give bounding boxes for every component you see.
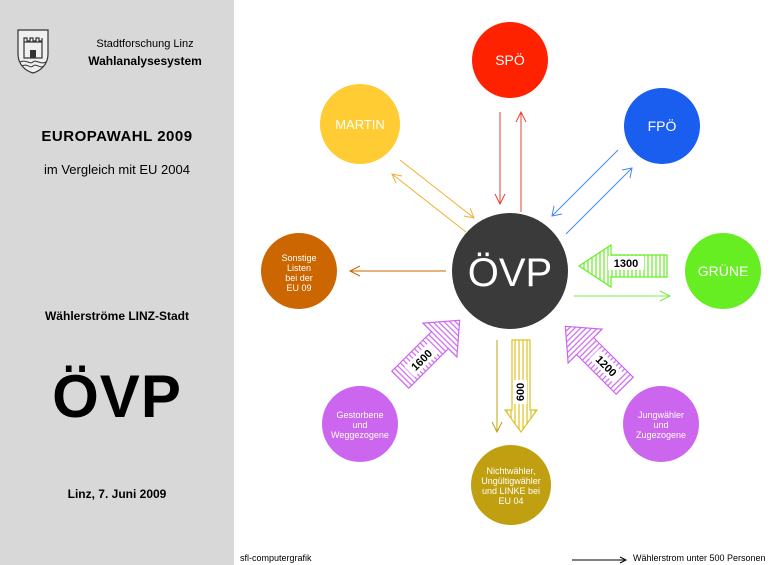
- flow-arrow-ovp-to-gestorbene: 1600: [390, 319, 461, 390]
- system-name: Wahlanalysesystem: [88, 54, 202, 68]
- svg-text:und: und: [653, 420, 668, 430]
- svg-text:und: und: [352, 420, 367, 430]
- flows-title: Wählerströme LINZ-Stadt: [44, 309, 189, 323]
- city-crest-icon: [17, 29, 49, 74]
- flow-value-nichtwaehler: 600: [515, 383, 527, 401]
- election-title: EUROPAWAHL 2009: [41, 128, 193, 145]
- svg-text:EU 09: EU 09: [286, 283, 311, 293]
- node-martin: MARTIN: [320, 84, 400, 164]
- flow-arrow-gruene-to-ovp: 1300: [577, 243, 668, 289]
- thin-arrow-martin-to-ovp: [399, 159, 475, 219]
- flow-arrow-jungwaehler-to-ovp: 1200: [564, 325, 635, 396]
- thin-arrow-ovp-to-spo: [515, 110, 527, 212]
- sidebar: Stadtforschung Linz Wahlanalysesystem EU…: [0, 0, 234, 565]
- thin-arrow-ovp-to-sonstige: [348, 265, 446, 277]
- node-spo: SPÖ: [472, 22, 548, 98]
- svg-text:Weggezogene: Weggezogene: [331, 430, 389, 440]
- institute-name: Stadtforschung Linz: [96, 38, 194, 50]
- node-nichtwaehler: Nichtwähler, Ungültigwähler und LINKE be…: [471, 445, 551, 525]
- svg-text:Sonstige: Sonstige: [281, 253, 316, 263]
- node-sonstige: Sonstige Listen bei der EU 09: [261, 233, 337, 309]
- svg-text:Ungültigwähler: Ungültigwähler: [481, 476, 541, 486]
- party-title: ÖVP: [52, 363, 182, 430]
- legend-arrow-icon: [572, 556, 628, 564]
- flow-value-gruene: 1300: [614, 258, 638, 270]
- svg-text:bei der: bei der: [285, 273, 313, 283]
- svg-text:und LINKE bei: und LINKE bei: [482, 486, 540, 496]
- svg-text:Zugezogene: Zugezogene: [636, 430, 686, 440]
- svg-text:Gestorbene: Gestorbene: [336, 410, 383, 420]
- voter-flow-diagram: 1300 1200 600 1600 SPÖ FPÖ GRÜNE Jungwäh…: [261, 22, 761, 525]
- credit-label: sfl-computergrafik: [240, 553, 312, 563]
- svg-text:Jungwähler: Jungwähler: [638, 410, 684, 420]
- thin-arrow-ovp-to-gruene: [574, 290, 672, 302]
- legend-label: Wählerstrom unter 500 Personen: [633, 553, 766, 563]
- thin-arrow-ovp-to-nichtwaehler: [491, 340, 503, 434]
- node-gruene: GRÜNE: [685, 233, 761, 309]
- svg-text:Listen: Listen: [287, 263, 311, 273]
- date-label: Linz, 7. Juni 2009: [67, 487, 167, 501]
- svg-text:MARTIN: MARTIN: [335, 117, 385, 132]
- node-gestorbene: Gestorbene und Weggezogene: [322, 386, 398, 462]
- thin-arrow-spo-to-ovp: [494, 112, 506, 206]
- node-jungwaehler: Jungwähler und Zugezogene: [623, 386, 699, 462]
- comparison-subtitle: im Vergleich mit EU 2004: [44, 162, 190, 177]
- node-center-ovp: ÖVP: [452, 213, 568, 329]
- thin-arrow-ovp-to-fpo: [565, 167, 633, 235]
- node-fpo: FPÖ: [624, 88, 700, 164]
- svg-text:SPÖ: SPÖ: [495, 51, 525, 68]
- svg-text:ÖVP: ÖVP: [468, 251, 552, 295]
- svg-text:FPÖ: FPÖ: [648, 117, 677, 134]
- thin-arrow-fpo-to-ovp: [551, 149, 619, 217]
- svg-text:Nichtwähler,: Nichtwähler,: [486, 466, 535, 476]
- thin-arrow-ovp-to-martin: [391, 173, 467, 233]
- svg-text:EU 04: EU 04: [498, 496, 523, 506]
- flow-arrow-nichtwaehler-to-ovp: 600: [503, 339, 539, 434]
- svg-text:GRÜNE: GRÜNE: [698, 262, 749, 279]
